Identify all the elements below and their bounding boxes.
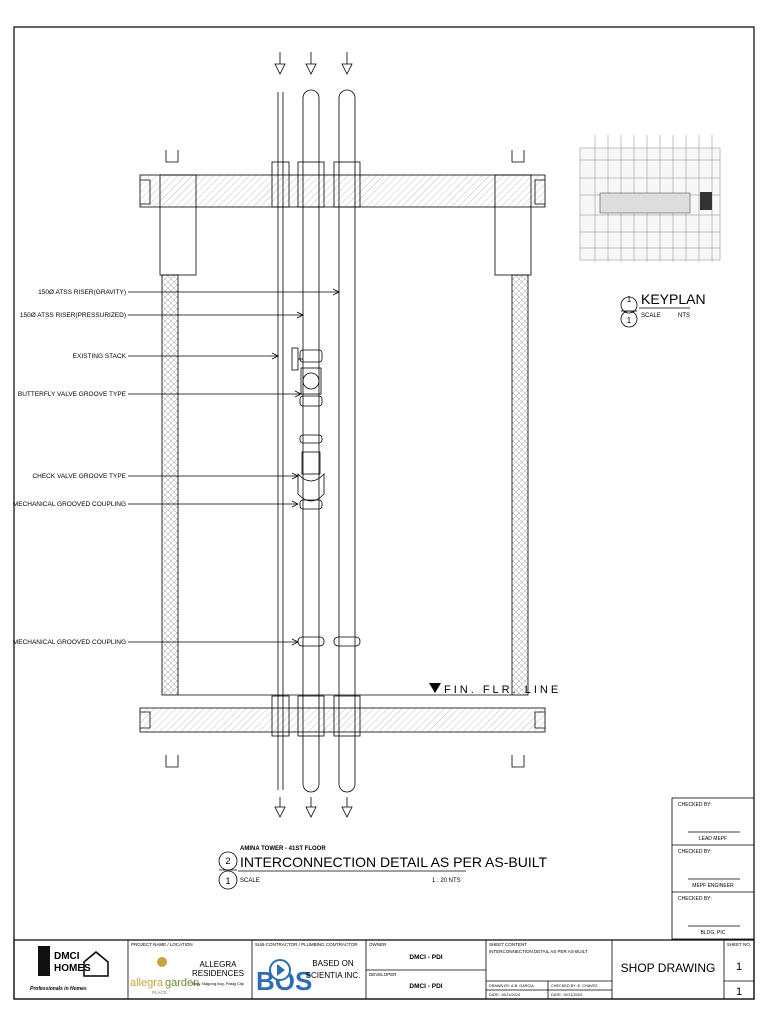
svg-text:DEVELOPER: DEVELOPER <box>369 972 397 977</box>
couplings <box>297 636 361 647</box>
label-butterfly-valve: BUTTERFLY VALVE GROOVE TYPE <box>18 391 127 398</box>
detail-title: AMINA TOWER - 41ST FLOOR 2 1 INTERCONNEC… <box>218 846 547 890</box>
svg-text:SUB-CONTRACTOR / PLUMBING CONT: SUB-CONTRACTOR / PLUMBING CONTRACTOR <box>255 942 358 947</box>
svg-text:SHEET CONTENT: SHEET CONTENT <box>489 942 527 947</box>
svg-text:DMCI: DMCI <box>54 951 80 962</box>
bos-logo: BOS <box>256 959 312 996</box>
svg-text:Professionals in Homes: Professionals in Homes <box>30 986 87 992</box>
svg-text:KEYPLAN: KEYPLAN <box>641 291 706 307</box>
svg-text:1: 1 <box>627 295 632 304</box>
svg-text:ALLEGRA: ALLEGRA <box>200 960 238 969</box>
svg-text:PROJECT NAME / LOCATION: PROJECT NAME / LOCATION <box>131 942 193 947</box>
svg-text:1: 1 <box>225 876 230 886</box>
label-existing-stack: EXISTING STACK <box>73 353 127 360</box>
svg-text:AMINA TOWER - 41ST FLOOR: AMINA TOWER - 41ST FLOOR <box>240 846 326 852</box>
right-wall <box>511 274 529 696</box>
left-wall <box>161 274 179 696</box>
svg-text:DATE: 10/21/2024: DATE: 10/21/2024 <box>551 993 582 997</box>
svg-text:MEPF ENGINEER: MEPF ENGINEER <box>692 883 734 889</box>
svg-text:Brgy. Bagong Ilog, Pasig City: Brgy. Bagong Ilog, Pasig City <box>192 981 244 986</box>
svg-text:SCIENTIA INC.: SCIENTIA INC. <box>306 971 361 980</box>
label-coupling-2: MECHANICAL GROOVED COUPLING <box>13 639 126 646</box>
pressurized-riser-pipe <box>302 89 320 793</box>
label-check-valve: CHECK VALVE GROOVE TYPE <box>32 473 126 480</box>
svg-text:allegra: allegra <box>130 977 164 989</box>
svg-text:DMCI - PDI: DMCI - PDI <box>409 954 442 961</box>
svg-text:DATE: 10/21/2024: DATE: 10/21/2024 <box>489 993 520 997</box>
title-block: DMCI HOMES Professionals in Homes PROJEC… <box>13 939 755 1000</box>
label-gravity-riser: 150Ø ATSS RISER(GRAVITY) <box>38 289 126 296</box>
svg-text:NTS: NTS <box>678 313 690 319</box>
flow-arrows-bottom <box>274 797 353 818</box>
interconnection-detail: FIN. FLR. LINE 150Ø ATSS RISER(GRAVITY) … <box>13 52 561 818</box>
svg-text:PLACE: PLACE <box>152 990 167 995</box>
label-leaders <box>128 288 340 646</box>
butterfly-valve <box>291 347 323 407</box>
bottom-slab <box>139 707 546 733</box>
gravity-riser-pipe <box>338 89 356 793</box>
svg-text:CHECKED BY:: CHECKED BY: <box>678 896 712 902</box>
svg-text:BASED ON: BASED ON <box>312 959 354 968</box>
svg-text:RESIDENCES: RESIDENCES <box>192 969 244 978</box>
keyplan-title: 1 1 KEYPLAN SCALE NTS <box>620 291 706 328</box>
svg-text:LEAD MEPF: LEAD MEPF <box>699 836 727 842</box>
flow-arrows-top <box>274 52 353 75</box>
svg-text:SHEET NO.: SHEET NO. <box>727 942 751 947</box>
svg-text:garden: garden <box>165 977 199 989</box>
svg-text:OWNER: OWNER <box>369 942 387 947</box>
keyplan-drawing <box>579 135 721 262</box>
check-valve <box>297 434 325 510</box>
existing-stack-pipe <box>277 92 284 790</box>
svg-text:DRAWN BY: A.B. GARCIA: DRAWN BY: A.B. GARCIA <box>489 984 534 988</box>
svg-text:CHECKED BY:: CHECKED BY: <box>678 849 712 855</box>
finish-floor-marker: FIN. FLR. LINE <box>429 683 561 696</box>
svg-text:INTERCONNECTION DETAIL AS PER: INTERCONNECTION DETAIL AS PER AS-BUILT <box>489 949 588 954</box>
svg-text:1 : 20 NTS: 1 : 20 NTS <box>432 878 461 884</box>
svg-text:DMCI - PDI: DMCI - PDI <box>409 983 442 990</box>
svg-text:FIN. FLR. LINE: FIN. FLR. LINE <box>444 684 561 696</box>
svg-text:2: 2 <box>225 856 230 866</box>
allegra-garden-logo: allegra garden PLACE <box>130 957 199 995</box>
svg-text:BLDG. PIC: BLDG. PIC <box>701 930 726 936</box>
label-pressurized-riser: 150Ø ATSS RISER(PRESSURIZED) <box>20 312 126 319</box>
svg-text:HOMES: HOMES <box>54 963 91 974</box>
svg-text:CHECKED BY:: CHECKED BY: <box>678 802 712 808</box>
svg-text:SCALE: SCALE <box>641 313 661 319</box>
svg-text:SHOP DRAWING: SHOP DRAWING <box>621 961 716 975</box>
svg-text:1: 1 <box>736 986 742 998</box>
dmci-homes-logo: DMCI HOMES Professionals in Homes <box>30 946 109 992</box>
svg-text:SCALE: SCALE <box>240 878 260 884</box>
top-slab <box>139 174 546 208</box>
svg-text:1: 1 <box>627 316 632 325</box>
svg-text:1: 1 <box>736 961 742 973</box>
svg-text:INTERCONNECTION DETAIL AS PER: INTERCONNECTION DETAIL AS PER AS-BUILT <box>240 854 547 870</box>
checked-by-box: CHECKED BY: LEAD MEPF CHECKED BY: MEPF E… <box>671 797 755 940</box>
svg-text:CHECKED BY: E. CHAVEZ: CHECKED BY: E. CHAVEZ <box>551 984 598 988</box>
label-coupling-1: MECHANICAL GROOVED COUPLING <box>13 501 126 508</box>
